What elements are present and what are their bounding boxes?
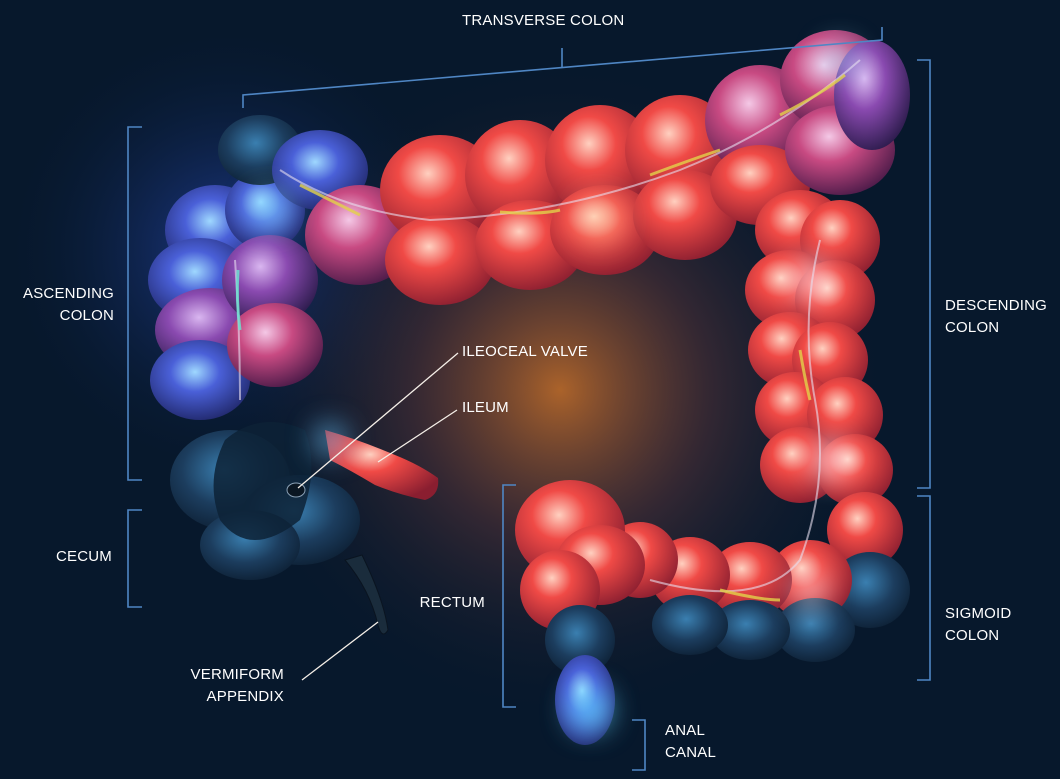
vermiform-appendix-line2: APPENDIX [191, 686, 284, 708]
transverse-colon-text: TRANSVERSE COLON [462, 10, 624, 32]
label-rectum: RECTUM [420, 592, 485, 614]
label-ileocecal-valve: ILEOCEAL VALVE [462, 341, 588, 363]
ascending-colon-line1: ASCENDING [23, 283, 114, 305]
label-transverse-colon: TRANSVERSE COLON [462, 10, 624, 32]
anal-canal-line1: ANAL [665, 720, 716, 742]
label-ascending-colon: ASCENDING COLON [23, 283, 114, 327]
sigmoid-colon-line2: COLON [945, 625, 1011, 647]
label-anal-canal: ANAL CANAL [665, 720, 716, 764]
label-vermiform-appendix: VERMIFORM APPENDIX [191, 664, 284, 708]
anal-canal-line2: CANAL [665, 742, 716, 764]
ileocecal-valve-text: ILEOCEAL VALVE [462, 341, 588, 363]
descending-colon-line1: DESCENDING [945, 295, 1047, 317]
ascending-colon-line2: COLON [23, 305, 114, 327]
label-sigmoid-colon: SIGMOID COLON [945, 603, 1011, 647]
label-cecum: CECUM [56, 546, 112, 568]
rectum-text: RECTUM [420, 592, 485, 614]
label-descending-colon: DESCENDING COLON [945, 295, 1047, 339]
cecum-text: CECUM [56, 546, 112, 568]
vermiform-appendix-line1: VERMIFORM [191, 664, 284, 686]
ileum-text: ILEUM [462, 397, 509, 419]
label-ileum: ILEUM [462, 397, 509, 419]
sigmoid-colon-line1: SIGMOID [945, 603, 1011, 625]
descending-colon-line2: COLON [945, 317, 1047, 339]
